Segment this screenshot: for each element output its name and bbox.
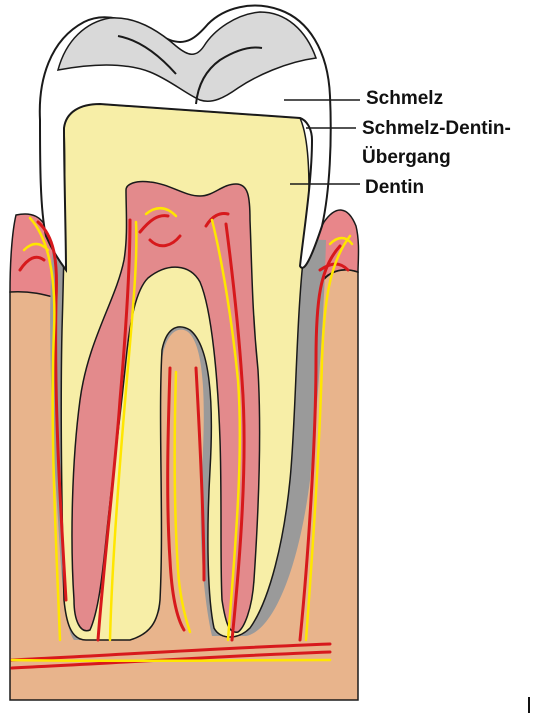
nerves xyxy=(10,207,354,663)
occlusal-surface xyxy=(56,11,318,102)
label-enamel: Schmelz xyxy=(366,88,444,109)
corner-mark xyxy=(528,697,530,713)
label-dentin: Dentin xyxy=(365,177,425,198)
label-dentin-enamel-junction-line2: Übergang xyxy=(362,147,451,168)
pulp-chamber xyxy=(71,180,261,634)
occlusal-fissure xyxy=(117,35,263,105)
label-dentin-enamel-junction-line1: Schmelz-Dentin- xyxy=(362,118,511,139)
